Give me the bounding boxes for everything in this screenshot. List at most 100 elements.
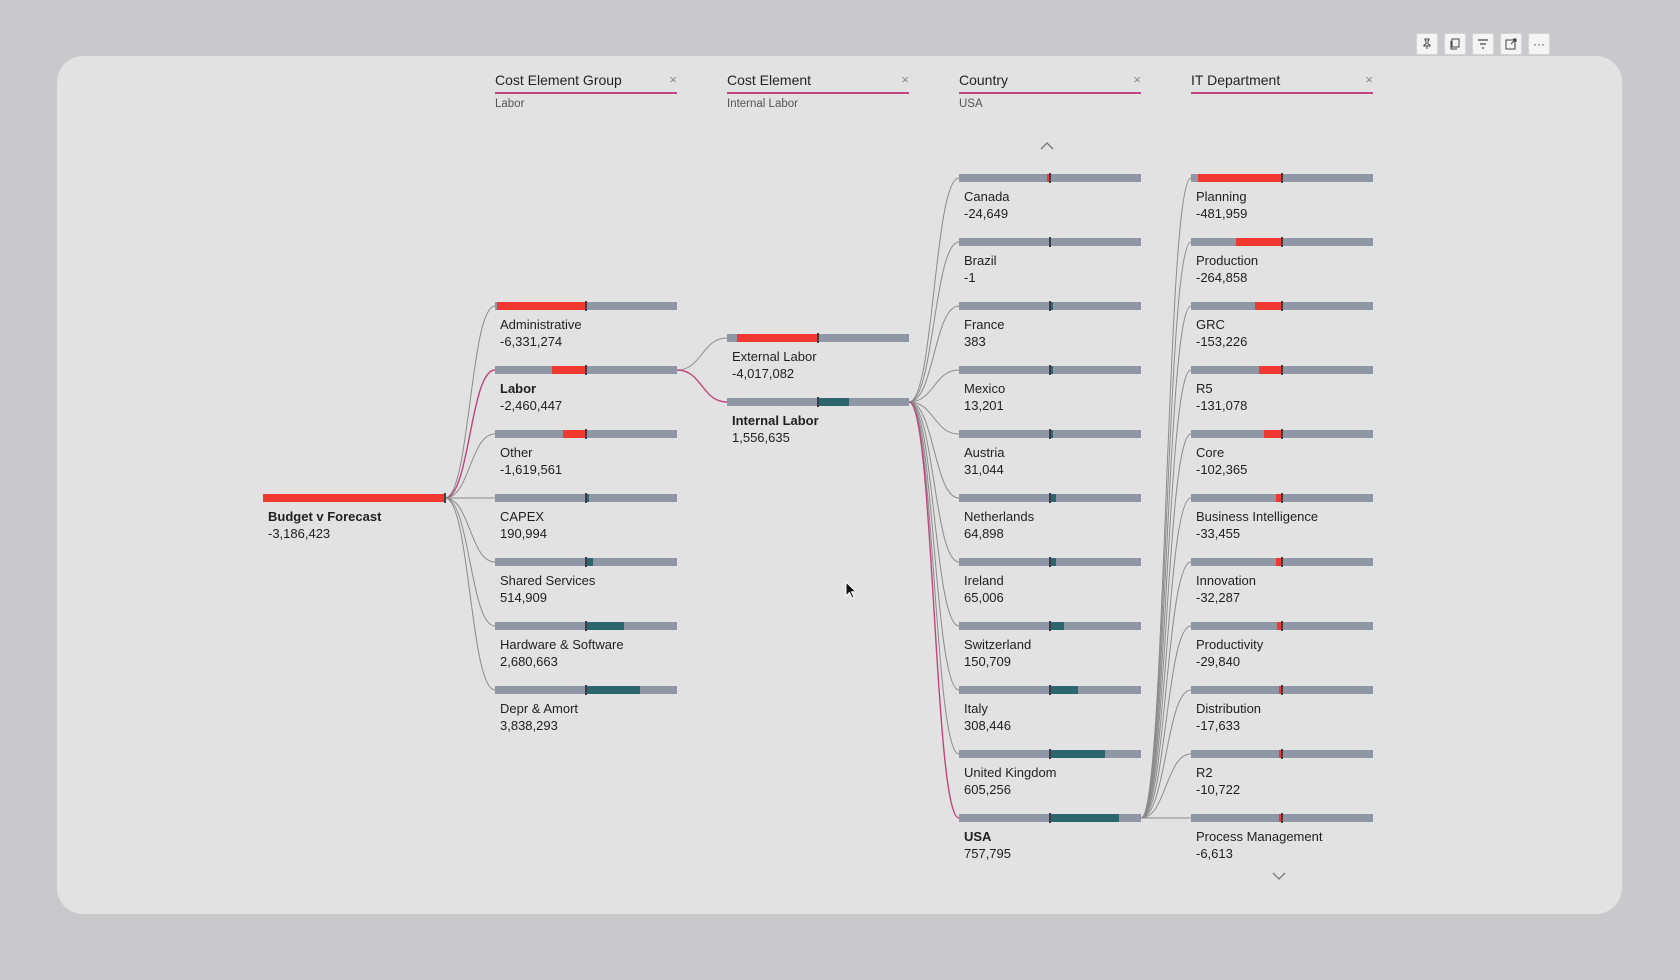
expand-icon (1505, 38, 1517, 50)
tree-node-external-labor[interactable]: External Labor -4,017,082 (727, 333, 909, 392)
zero-marker (1281, 237, 1283, 247)
level-header-cost-element[interactable]: Cost Element × Internal Labor (727, 71, 909, 110)
close-icon[interactable]: × (901, 72, 909, 87)
tree-node-productivity[interactable]: Productivity-29,840 (1191, 621, 1373, 680)
more-icon: ··· (1533, 37, 1545, 51)
pin-visual-button[interactable] (1416, 33, 1438, 55)
more-options-button[interactable]: ··· (1528, 33, 1550, 55)
node-value: -2,460,447 (500, 398, 563, 413)
tree-node-core[interactable]: Core-102,365 (1191, 429, 1373, 488)
pin-icon (1423, 38, 1431, 49)
tree-connector (676, 337, 728, 371)
close-icon[interactable]: × (1133, 72, 1141, 87)
tree-connector (444, 305, 496, 499)
value-bar (563, 430, 586, 438)
node-label: R5 (1196, 381, 1213, 396)
tree-node-process-management[interactable]: Process Management-6,613 (1191, 813, 1373, 872)
level-underline (727, 92, 909, 94)
value-bar (551, 366, 586, 374)
tree-node-other[interactable]: Other-1,619,561 (495, 429, 677, 488)
zero-marker (585, 429, 587, 439)
node-label: Core (1196, 445, 1225, 460)
level-title: Cost Element (727, 72, 812, 88)
tree-node-business-intelligence[interactable]: Business Intelligence-33,455 (1191, 493, 1373, 552)
tree-connector (908, 401, 960, 755)
tree-connector (444, 497, 496, 627)
node-value: -3,186,423 (268, 526, 331, 541)
close-icon[interactable]: × (669, 72, 677, 87)
value-bar (586, 622, 624, 630)
tree-connector (908, 401, 960, 627)
tree-node-r5[interactable]: R5 -131,078 (1191, 365, 1373, 424)
chevron-up-icon (1040, 142, 1054, 150)
focus-mode-button[interactable] (1500, 33, 1522, 55)
node-label: External Labor (732, 349, 817, 364)
tree-node-brazil[interactable]: Brazil-1 (959, 237, 1141, 296)
tree-connector (908, 401, 960, 563)
level-header-country[interactable]: Country × USA (959, 71, 1141, 110)
level-header-it-department[interactable]: IT Department × (1191, 71, 1373, 94)
node-value: 3,838,293 (500, 718, 558, 733)
level-selected-value: Internal Labor (727, 98, 798, 110)
node-value: -131,078 (1196, 398, 1248, 413)
scroll-up-button[interactable] (1039, 140, 1055, 154)
tree-connector (908, 241, 960, 403)
tree-connector (1140, 433, 1192, 819)
tree-node-grc[interactable]: GRC -153,226 (1191, 301, 1373, 360)
value-bar (1264, 430, 1282, 438)
node-value: -4,017,082 (732, 366, 795, 381)
value-bar (1198, 174, 1282, 182)
node-value: 65,006 (964, 590, 1004, 605)
value-bar (1276, 558, 1282, 566)
filter-button[interactable] (1472, 33, 1494, 55)
zero-marker (1049, 237, 1051, 247)
value-bar (497, 302, 586, 310)
node-value: 605,256 (964, 782, 1011, 797)
scroll-down-button[interactable] (1271, 870, 1287, 884)
value-bar (1050, 366, 1053, 374)
copy-icon (1450, 38, 1460, 50)
zero-marker (817, 333, 819, 343)
node-value: -153,226 (1196, 334, 1248, 349)
tree-node-planning[interactable]: Planning-481,959 (1191, 173, 1373, 232)
close-icon[interactable]: × (1365, 72, 1373, 87)
tree-node-r2[interactable]: R2-10,722 (1191, 749, 1373, 808)
level-header-cost-element-group[interactable]: Cost Element Group × Labor (495, 71, 677, 110)
node-label: Switzerland (964, 637, 1032, 652)
level-underline (495, 92, 677, 94)
node-label: GRC (1196, 317, 1225, 332)
tree-node-labor[interactable]: Labor-2,460,447 (495, 365, 677, 424)
node-label: R2 (1196, 765, 1213, 780)
tree-node-canada[interactable]: Canada-24,649 (959, 173, 1141, 232)
node-value: -6,613 (1196, 846, 1233, 861)
value-bar (1050, 494, 1056, 502)
copy-visual-button[interactable] (1444, 33, 1466, 55)
tree-node-innovation[interactable]: Innovation-32,287 (1191, 557, 1373, 616)
tree-node-administrative[interactable]: Administrative-6,331,274 (495, 301, 677, 360)
tree-node-budget-v-forecast[interactable]: Budget v Forecast-3,186,423 (263, 493, 446, 552)
node-value: 308,446 (964, 718, 1011, 733)
tree-node-production[interactable]: Production-264,858 (1191, 237, 1373, 296)
node-label: Production (1196, 253, 1259, 268)
value-bar (1050, 302, 1053, 310)
zero-marker (1049, 685, 1051, 695)
tree-node-distribution[interactable]: Distribution-17,633 (1191, 685, 1373, 744)
tree-connector (1140, 241, 1192, 819)
value-bar (586, 686, 640, 694)
tree-connector (444, 369, 496, 499)
tree-connector (1140, 625, 1192, 819)
